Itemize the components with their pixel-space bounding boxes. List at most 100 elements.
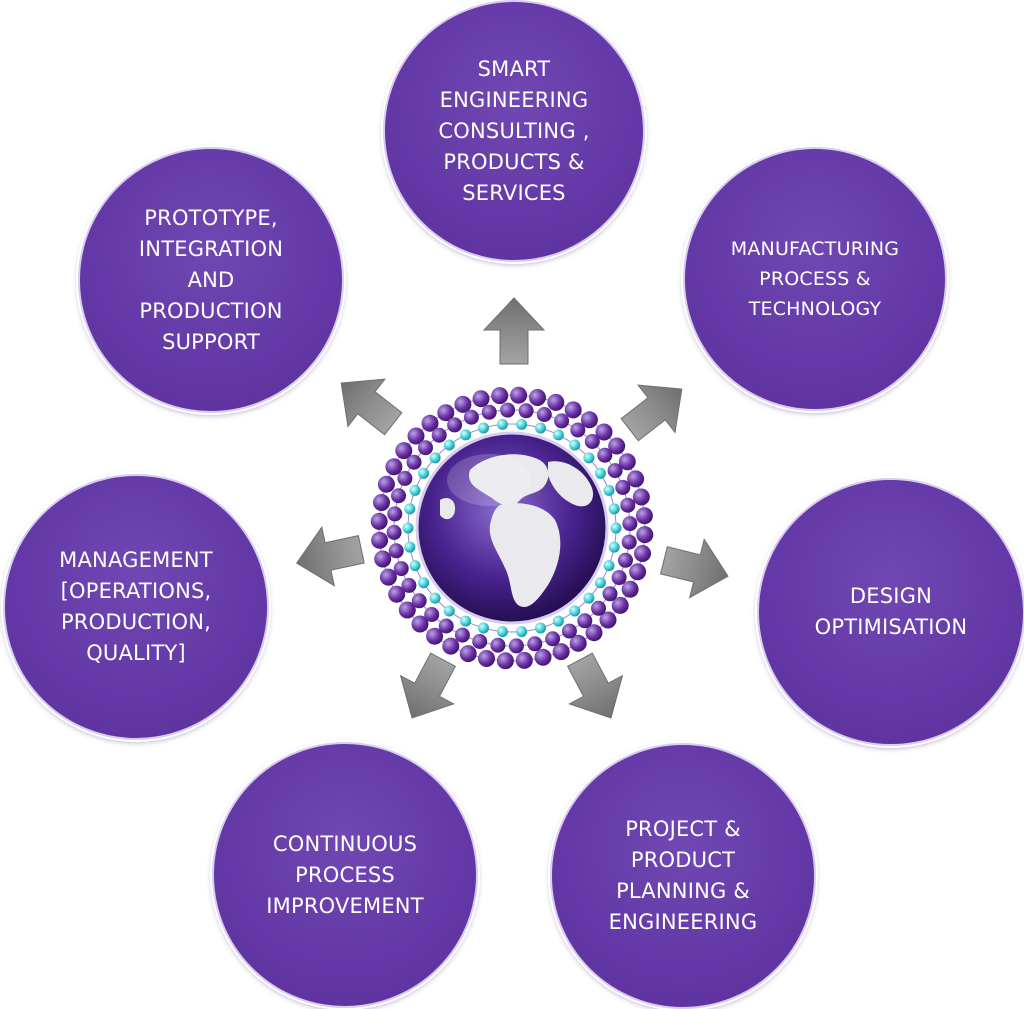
bead [529, 389, 546, 406]
bead [622, 516, 638, 532]
bead [429, 592, 441, 604]
bead [377, 475, 395, 493]
bead [534, 648, 552, 666]
bead [577, 613, 593, 629]
arrow-icon [296, 525, 365, 587]
bead [591, 600, 606, 616]
bead [402, 522, 414, 534]
bead [552, 643, 570, 661]
bead [478, 422, 489, 434]
bead [424, 607, 440, 622]
bead [561, 623, 577, 639]
bead [569, 634, 587, 652]
bead [570, 422, 586, 438]
bead [547, 393, 565, 411]
bead [443, 439, 455, 451]
bead [406, 454, 422, 470]
arrow-icon [659, 538, 729, 599]
bead [407, 427, 425, 445]
node-right: DESIGN OPTIMISATION [757, 478, 1024, 746]
node-left: MANAGEMENT [OPERATIONS, PRODUCTION, QUAL… [3, 474, 269, 740]
bead [421, 414, 439, 432]
bead [594, 577, 606, 589]
bead [608, 503, 620, 515]
bead [429, 452, 441, 464]
bead [583, 592, 595, 604]
bead [454, 627, 470, 643]
bead [608, 437, 626, 455]
bead [397, 470, 413, 486]
bead [552, 615, 564, 627]
arrow-icon [482, 297, 546, 365]
node-label: PROTOTYPE, INTEGRATION AND PRODUCTION SU… [138, 205, 284, 354]
bead [518, 403, 534, 419]
bead [580, 411, 598, 429]
bead [629, 563, 647, 581]
bead [391, 488, 406, 504]
node-label: DESIGN OPTIMISATION [814, 584, 968, 639]
bead [545, 631, 561, 647]
bead [552, 429, 564, 441]
bead [395, 442, 413, 460]
bead [491, 387, 509, 405]
bead [411, 593, 427, 609]
node-upper-right: MANUFACTURING PROCESS & TECHNOLOGY [683, 147, 947, 411]
bead [409, 560, 421, 572]
node-lower-right: PROJECT & PRODUCT PLANNING & ENGINEERING [550, 743, 816, 1009]
bead [594, 467, 606, 479]
bead [387, 506, 403, 522]
bead [510, 386, 528, 404]
bead [418, 467, 430, 479]
bead [500, 402, 516, 418]
bead [401, 577, 417, 593]
bead [636, 526, 654, 544]
bead [454, 395, 472, 413]
bead [554, 413, 570, 429]
bead [437, 404, 455, 422]
bead [460, 429, 472, 441]
bead [632, 488, 650, 506]
bead [536, 407, 552, 422]
bead [388, 585, 406, 603]
bead [535, 422, 546, 434]
bead [478, 622, 489, 634]
bead [411, 615, 429, 633]
bead [569, 605, 581, 617]
bead [472, 390, 490, 408]
bead [607, 463, 623, 479]
arrow-icon [340, 378, 403, 436]
bead [438, 618, 454, 634]
bead [615, 479, 631, 495]
bead [527, 636, 543, 652]
bead [373, 494, 390, 511]
bead [585, 624, 603, 642]
bead [620, 497, 636, 513]
bead [618, 552, 633, 568]
bead [409, 484, 421, 496]
bead [442, 637, 460, 655]
bead [515, 651, 533, 669]
bead [516, 626, 528, 638]
bead [608, 541, 620, 553]
bead [569, 439, 581, 451]
bead [426, 627, 444, 645]
bead [611, 596, 629, 614]
bead [564, 401, 582, 419]
bead [496, 652, 514, 670]
bead [597, 447, 613, 463]
bead [398, 601, 416, 619]
bead [618, 453, 636, 471]
bead [459, 645, 477, 663]
bead [388, 543, 404, 559]
arrow-icon [399, 652, 457, 719]
bead [627, 470, 645, 488]
bead [370, 512, 388, 530]
bead [472, 634, 488, 649]
bead [599, 611, 617, 629]
bead [610, 522, 622, 534]
node-upper-left: PROTOTYPE, INTEGRATION AND PRODUCTION SU… [78, 147, 344, 413]
node-lower-left: CONTINUOUS PROCESS IMPROVEMENT [212, 742, 478, 1008]
arrow-icon [566, 652, 624, 719]
bead [385, 458, 403, 476]
